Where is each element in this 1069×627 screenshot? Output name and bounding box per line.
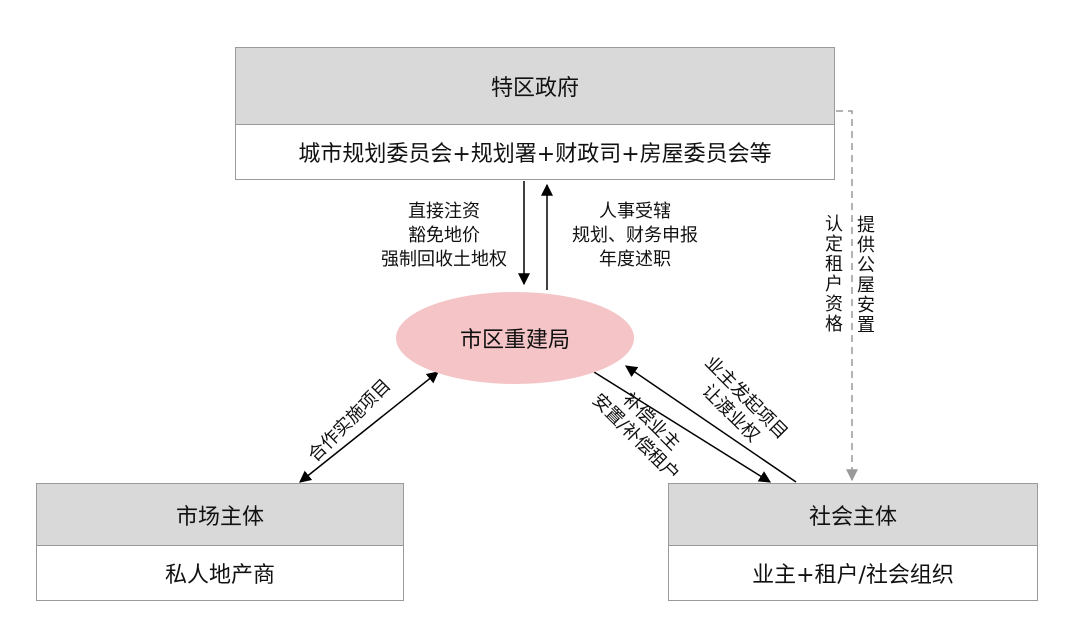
government-title: 特区政府 [236, 48, 834, 125]
market-members: 私人地产商 [164, 563, 275, 588]
arrow-market-ura [299, 371, 439, 483]
market-title: 市场主体 [37, 484, 403, 546]
gov-to-ura-label: 直接注资 豁免地价 强制回收土地权 [370, 200, 518, 272]
ura-to-gov-line: 规划、财务申报 [572, 225, 698, 246]
arrow-ura-to-social [593, 371, 772, 483]
gov-to-ura-line: 豁免地价 [408, 225, 480, 246]
gov-social-label-b: 提供公屋安置 [854, 215, 875, 335]
social-box: 社会主体 业主+租户/社会组织 [668, 483, 1038, 601]
social-title: 社会主体 [669, 484, 1037, 546]
gov-to-ura-line: 强制回收土地权 [381, 249, 507, 270]
dashed-gov-to-social [836, 110, 858, 482]
ura-to-gov-label: 人事受辖 规划、财务申报 年度述职 [555, 200, 715, 272]
ura-to-gov-line: 人事受辖 [599, 201, 671, 222]
ura-to-gov-line: 年度述职 [599, 249, 671, 270]
market-box: 市场主体 私人地产商 [36, 483, 404, 601]
social-members: 业主+租户/社会组织 [752, 563, 954, 588]
gov-to-ura-line: 直接注资 [408, 201, 480, 222]
gov-social-label-a: 认定租户资格 [822, 214, 843, 334]
ura-ellipse: 市区重建局 [396, 292, 634, 384]
arrow-social-to-ura [625, 365, 797, 483]
government-members: 城市规划委员会+规划署+财政司+房屋委员会等 [298, 142, 772, 167]
government-box: 特区政府 城市规划委员会+规划署+财政司+房屋委员会等 [235, 47, 835, 180]
